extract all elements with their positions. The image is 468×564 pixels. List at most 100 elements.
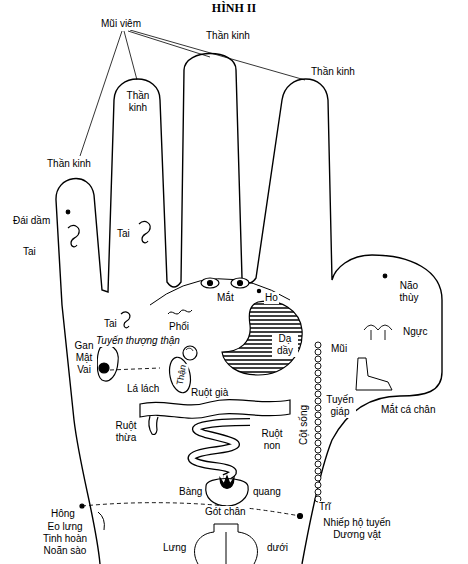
part-label: Ruột thừa — [108, 420, 144, 444]
illustration-line — [218, 371, 308, 372]
part-label: Tai — [103, 318, 118, 330]
illustration-line — [315, 356, 321, 362]
part-label: Ngực — [402, 326, 428, 338]
illustration-line — [201, 278, 219, 288]
part-label: Thần kinh — [122, 90, 154, 114]
illustration-line — [315, 447, 321, 453]
illustration-line — [315, 342, 321, 502]
part-label: Gan Mật Vai — [71, 340, 97, 376]
illustration-line — [315, 433, 321, 439]
illustration-line — [68, 226, 79, 247]
illustration-line — [298, 514, 303, 519]
illustration-line — [99, 363, 109, 373]
illustration-line — [183, 346, 197, 360]
part-label: Đái dầm — [12, 215, 51, 227]
illustration-line — [149, 416, 158, 435]
illustration-line — [218, 363, 308, 364]
illustration-line — [364, 325, 392, 340]
illustration-line — [195, 524, 258, 564]
illustration-line — [191, 422, 250, 478]
part-label: Ho — [264, 292, 279, 304]
illustration-line — [315, 461, 321, 467]
illustration-line — [356, 358, 392, 390]
illustration-line — [218, 315, 308, 316]
illustration-line — [220, 476, 234, 489]
part-label: Thần kinh — [205, 30, 251, 42]
part-label: Gót chân — [204, 506, 247, 518]
part-label: Nhiếp hộ tuyến Dương vật — [316, 517, 398, 541]
illustration-line — [168, 310, 192, 314]
part-label: Lá lách — [126, 383, 160, 395]
illustration-line — [139, 222, 150, 243]
illustration-line — [315, 342, 321, 348]
part-label: Eo lưng Tinh hoàn Noãn sào — [40, 521, 90, 557]
illustration-line — [121, 312, 130, 328]
illustration-line — [315, 440, 321, 446]
illustration-line — [98, 512, 104, 530]
part-label: Ruột non — [256, 428, 288, 452]
illustration-line — [218, 367, 308, 368]
illustration-line — [80, 30, 305, 156]
part-label: Thần kinh — [310, 66, 356, 78]
part-label: Thần kinh — [46, 158, 92, 170]
illustration-line — [218, 359, 308, 360]
illustration-line — [140, 400, 290, 419]
part-label: Phổi — [168, 321, 190, 333]
illustration-line — [66, 210, 70, 214]
illustration-line — [315, 468, 321, 474]
illustration-line — [315, 363, 321, 369]
part-label: Mắt cá chân — [380, 404, 436, 416]
part-label: Bàng — [178, 486, 203, 498]
part-label: Mắt — [216, 292, 235, 304]
illustration-line — [82, 503, 300, 516]
illustration-line — [80, 504, 84, 508]
illustration-line — [315, 454, 321, 460]
illustration-line — [231, 278, 249, 288]
illustration-line — [218, 319, 308, 320]
part-label: Tai — [116, 228, 131, 240]
illustration-line — [315, 370, 321, 376]
illustration-line — [130, 30, 305, 80]
figure-title: HÌNH II — [0, 1, 468, 15]
part-label: Ruột già — [190, 387, 229, 399]
illustration-line — [218, 323, 308, 324]
part-label: Cột sống — [298, 404, 310, 446]
illustration-line — [128, 31, 210, 57]
part-label: Dạ dầy — [272, 333, 298, 357]
part-label: Trĩ — [318, 501, 332, 513]
illustration-line — [218, 307, 308, 308]
illustration-line — [315, 398, 321, 404]
part-label: Lưng — [162, 542, 187, 554]
illustration-line — [218, 300, 308, 376]
illustration-line — [315, 391, 321, 397]
illustration-line — [257, 289, 260, 292]
illustration-line — [315, 419, 321, 425]
part-label: Mũi viêm — [100, 18, 142, 30]
illustration-line — [218, 311, 308, 312]
illustration-line — [315, 405, 321, 411]
part-label: Tuyến thượng thận — [95, 335, 181, 347]
illustration-line — [315, 475, 321, 481]
illustration-line — [124, 31, 137, 80]
part-label: Mũi — [330, 343, 348, 355]
illustration-line — [315, 377, 321, 383]
illustration-line — [315, 426, 321, 432]
illustration-line — [315, 489, 321, 495]
part-label: dưới — [266, 542, 289, 554]
illustration-line — [56, 54, 442, 564]
part-label: Tai — [22, 246, 37, 258]
illustration-line — [191, 422, 250, 478]
illustration-line — [218, 375, 308, 376]
illustration-line — [110, 368, 160, 370]
illustration-line — [208, 281, 213, 286]
illustration-line — [315, 384, 321, 390]
part-label: Não thùy — [392, 280, 426, 304]
illustration-line — [315, 412, 321, 418]
illustration-line — [150, 279, 290, 305]
part-label: Tuyến giáp — [324, 394, 356, 418]
part-label: Hông — [50, 508, 76, 520]
illustration-line — [218, 327, 308, 328]
part-label: quang — [252, 486, 282, 498]
illustration-line — [186, 348, 193, 351]
